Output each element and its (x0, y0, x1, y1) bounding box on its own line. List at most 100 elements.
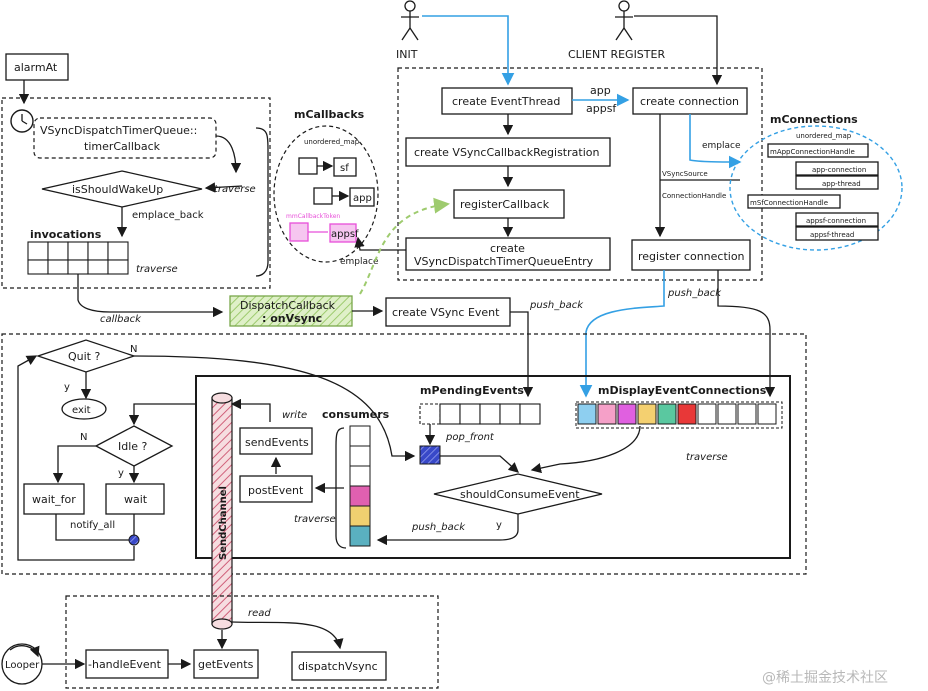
display-connection-cell (617, 403, 637, 425)
m-connections-map-label: unordered_map (796, 132, 852, 140)
thread-main-region (195, 375, 791, 559)
display-connection-cell (597, 403, 617, 425)
handle-event-box (85, 649, 169, 679)
handle-event-text: -handleEvent (88, 658, 162, 671)
create-event-thread-text: create EventThread (452, 95, 560, 108)
create-connection-text: create connection (640, 95, 739, 108)
appsf-connection-text: appsf-connection (806, 217, 866, 225)
post-event-box (239, 475, 313, 503)
write-label: write (282, 410, 307, 421)
idle-y-label: y (118, 468, 124, 479)
traverse-consumers-label: traverse (294, 514, 336, 525)
m-pending-events-title: mPendingEvents (420, 384, 524, 397)
push-back-consumers-label: push_back (411, 522, 466, 533)
notify-all-label: notify_all (70, 520, 115, 531)
vsync-source-label: VSyncSource (662, 170, 708, 178)
idle-diamond (94, 425, 174, 467)
client-register-label: CLIENT REGISTER (568, 48, 665, 61)
sf-connection-handle-text: mSfConnectionHandle (750, 199, 828, 207)
display-connection-cell (577, 403, 597, 425)
client-arrow (634, 15, 723, 86)
send-channel-cylinder (211, 392, 233, 630)
should-consume-event-text: shouldConsumeEvent (460, 488, 580, 501)
clock-icon (10, 109, 34, 133)
read-label: read (248, 608, 271, 619)
timer-callback-line2: timerCallback (84, 140, 161, 153)
looper-text: Looper (5, 660, 40, 671)
wait-text: wait (124, 493, 148, 506)
emplace-left-label: emplace (340, 257, 379, 267)
invocations-label: invocations (30, 228, 102, 241)
timer-callback-box (33, 117, 217, 159)
consumer-cell (349, 465, 371, 487)
wait-for-text: wait_for (32, 493, 76, 506)
dispatch-vsync-text: dispatchVsync (298, 660, 378, 673)
display-connection-cell (697, 403, 717, 425)
is-should-wake-up-diamond (41, 170, 203, 208)
m-display-event-connections-title: mDisplayEventConnections (598, 384, 767, 397)
register-connection-text: register connection (638, 250, 745, 263)
m-callbacks-title: mCallbacks (294, 108, 365, 121)
dispatch-callback-box (229, 295, 353, 327)
sf-text: sf (340, 163, 349, 174)
send-events-text: sendEvents (245, 436, 309, 449)
register-connection-box (631, 239, 751, 271)
app-text: app (353, 193, 372, 204)
display-connection-cell (637, 403, 657, 425)
exit-node (61, 398, 107, 420)
m-callbacks-map-label: unordered_map (304, 138, 360, 146)
should-consume-y-label: y (496, 520, 502, 531)
pending-events-array (419, 403, 541, 425)
emplace-right-label: emplace (702, 141, 741, 151)
create-entry-box (405, 237, 611, 271)
consumers-title: consumers (322, 408, 390, 421)
appsf-thread-text: appsf-thread (810, 231, 854, 239)
traverse-display-label: traverse (686, 452, 728, 463)
display-connection-cell (657, 403, 677, 425)
app-entry (349, 187, 375, 207)
popped-event-cell (419, 445, 441, 465)
get-events-box (193, 649, 259, 679)
appsf-entry (329, 223, 357, 243)
wait-box (105, 483, 165, 515)
create-registration-box (405, 137, 611, 167)
get-events-text: getEvents (198, 658, 254, 671)
m-connections-ellipse (729, 125, 903, 251)
appsf-text: appsf (331, 229, 359, 240)
m-connections-title: mConnections (770, 113, 858, 126)
app-arrow-label: app (590, 84, 611, 97)
create-registration-text: create VSyncCallbackRegistration (414, 146, 599, 159)
dispatch-callback-line1: DispatchCallback (240, 299, 336, 312)
looper-region (65, 595, 439, 689)
sf-entry (333, 157, 357, 177)
callback-label: callback (100, 314, 142, 325)
register-callback-text: registerCallback (460, 198, 550, 211)
watermark: @稀土掘金技术社区 (762, 670, 888, 686)
quit-text: Quit ? (68, 350, 100, 363)
pop-front-label: pop_front (445, 432, 495, 443)
post-event-text: postEvent (248, 484, 304, 497)
alarm-at-text: alarmAt (14, 61, 58, 74)
create-entry-line1: create (490, 242, 525, 255)
event-thread-loop-region (1, 333, 807, 575)
traverse-top-label: traverse (214, 184, 256, 195)
connection-handle-label: ConnectionHandle (662, 192, 726, 200)
display-connection-cell (737, 403, 757, 425)
emplace-back-label: emplace_back (132, 210, 204, 221)
exit-text: exit (72, 405, 91, 416)
wait-for-box (23, 483, 85, 515)
is-should-wake-up-text: isShouldWakeUp (72, 183, 163, 196)
idle-text: Idle ? (118, 440, 148, 453)
display-connection-cell (677, 403, 697, 425)
push-back-top-label: push_back (529, 300, 584, 311)
init-actor-icon (401, 0, 419, 41)
invocations-array (27, 241, 129, 275)
app-connection-text: app-connection (812, 166, 866, 174)
create-vsync-event-text: create VSync Event (392, 306, 500, 319)
quit-y-label: y (64, 382, 70, 393)
consumer-cell (349, 485, 371, 507)
timer-queue-region (1, 97, 271, 289)
create-entry-line2: VSyncDispatchTimerQueueEntry (414, 255, 594, 268)
register-callback-box (453, 189, 565, 219)
push-back-blue-label: push_back (667, 288, 722, 299)
